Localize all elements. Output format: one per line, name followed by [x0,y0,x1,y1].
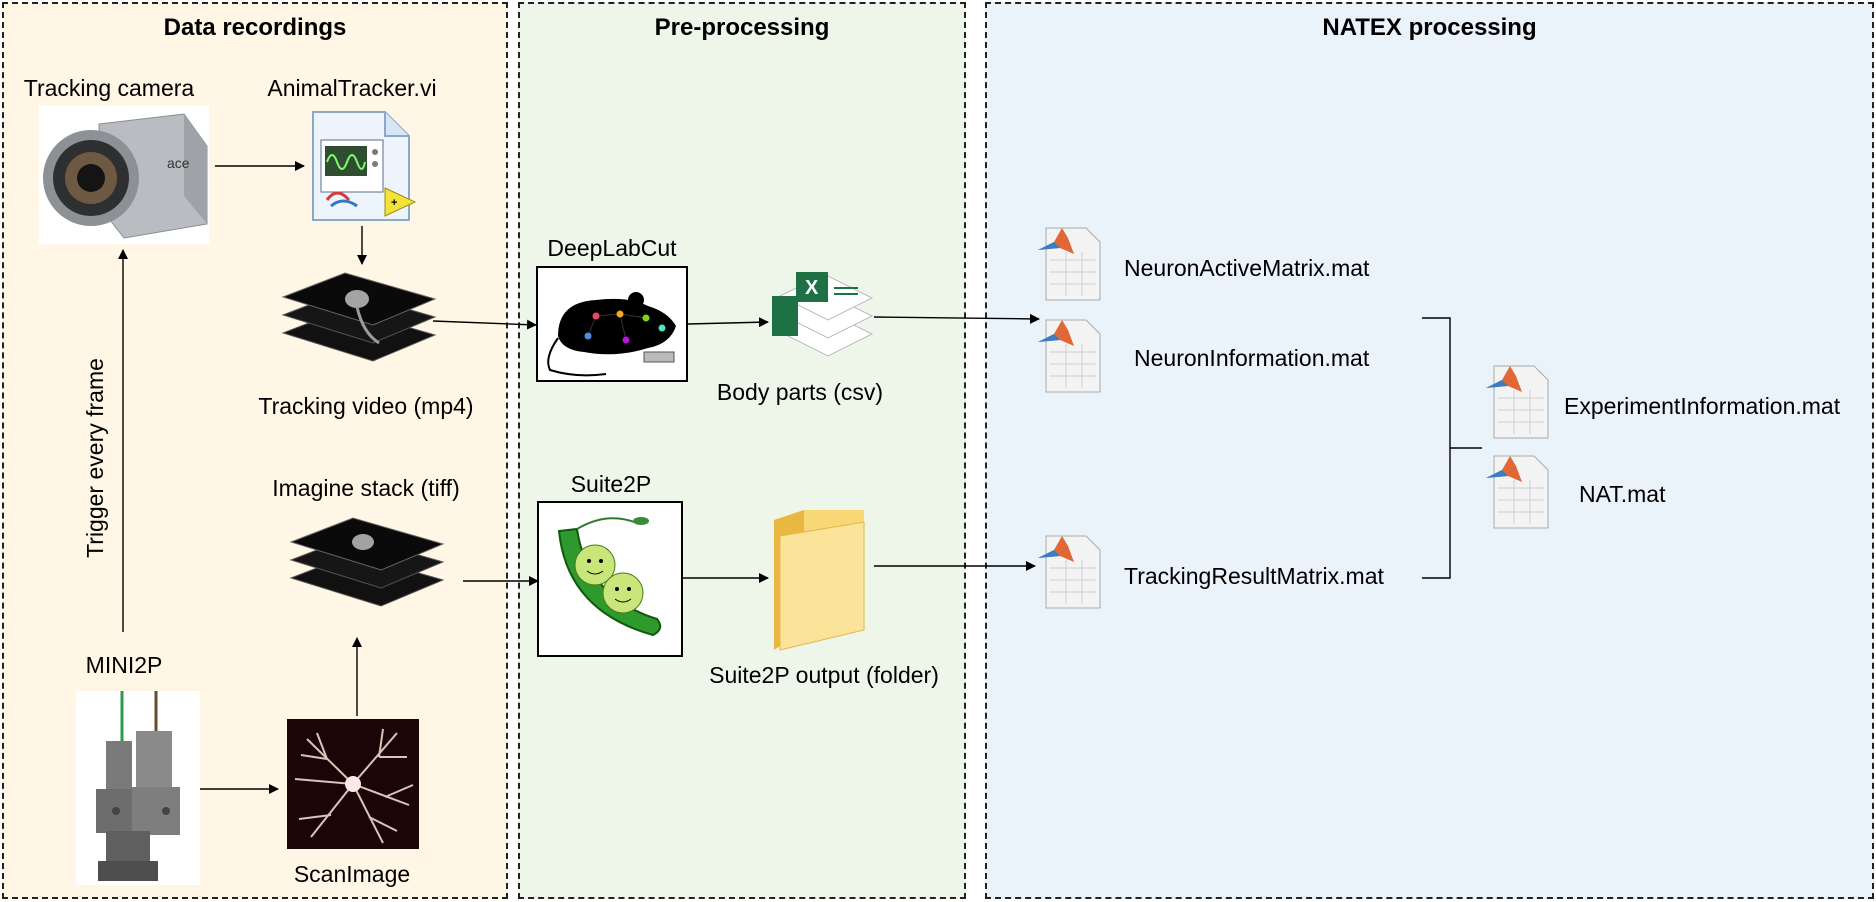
camera-icon: ace [39,106,209,244]
suite2p-peas-icon [537,501,683,657]
neuron-active-mat-icon [1038,227,1101,301]
natex-title: NATEX processing [1322,14,1537,41]
arrow-bodyparts-to-neuronactive [873,313,1040,324]
excel-csv-icon: X [772,272,874,357]
scanimage-label: ScanImage [293,861,411,887]
preprocessing-title: Pre-processing [654,14,830,41]
mini2p-microscope-icon [76,691,200,885]
svg-text:ace: ace [167,155,190,171]
deeplabcut-label: DeepLabCut [547,235,677,261]
animaltracker-label: AnimalTracker.vi [267,75,437,101]
tracking-camera-label: Tracking camera [23,75,195,101]
scanimage-icon [287,719,419,849]
body-parts-label: Body parts (csv) [716,379,884,405]
preprocessing-panel: Pre-processing [518,2,966,899]
imagine-stack-label: Imagine stack (tiff) [272,475,460,501]
neuron-active-label: NeuronActiveMatrix.mat [1124,255,1370,281]
imagine-stack-icon [289,517,445,607]
neuron-info-label: NeuronInformation.mat [1134,345,1370,371]
arrow-video-to-deeplabcut [432,319,537,330]
experiment-info-label: ExperimentInformation.mat [1564,393,1841,419]
svg-text:+: + [391,197,397,209]
arrow-deeplabcut-to-bodyparts [687,317,769,328]
natex-panel: NATEX processing [985,2,1874,899]
labview-vi-icon: + [312,111,417,221]
mini2p-label: MINI2P [85,652,163,678]
nat-label: NAT.mat [1579,481,1666,507]
tracking-video-label: Tracking video (mp4) [258,393,474,419]
experiment-info-mat-icon [1486,365,1549,439]
neuron-info-mat-icon [1038,319,1101,393]
suite2p-output-label: Suite2P output (folder) [709,662,939,688]
folder-icon [774,510,865,651]
bracket-line [1422,317,1451,579]
trigger-label: Trigger every frame [82,358,108,558]
tracking-video-stack-icon [281,272,437,362]
nat-mat-icon [1486,455,1549,529]
suite2p-label: Suite2P [570,471,652,497]
tracking-result-mat-icon [1038,535,1101,609]
data-recordings-title: Data recordings [163,14,347,41]
svg-text:X: X [805,277,819,299]
deeplabcut-mouse-icon [536,266,688,382]
tracking-result-label: TrackingResultMatrix.mat [1124,563,1384,589]
